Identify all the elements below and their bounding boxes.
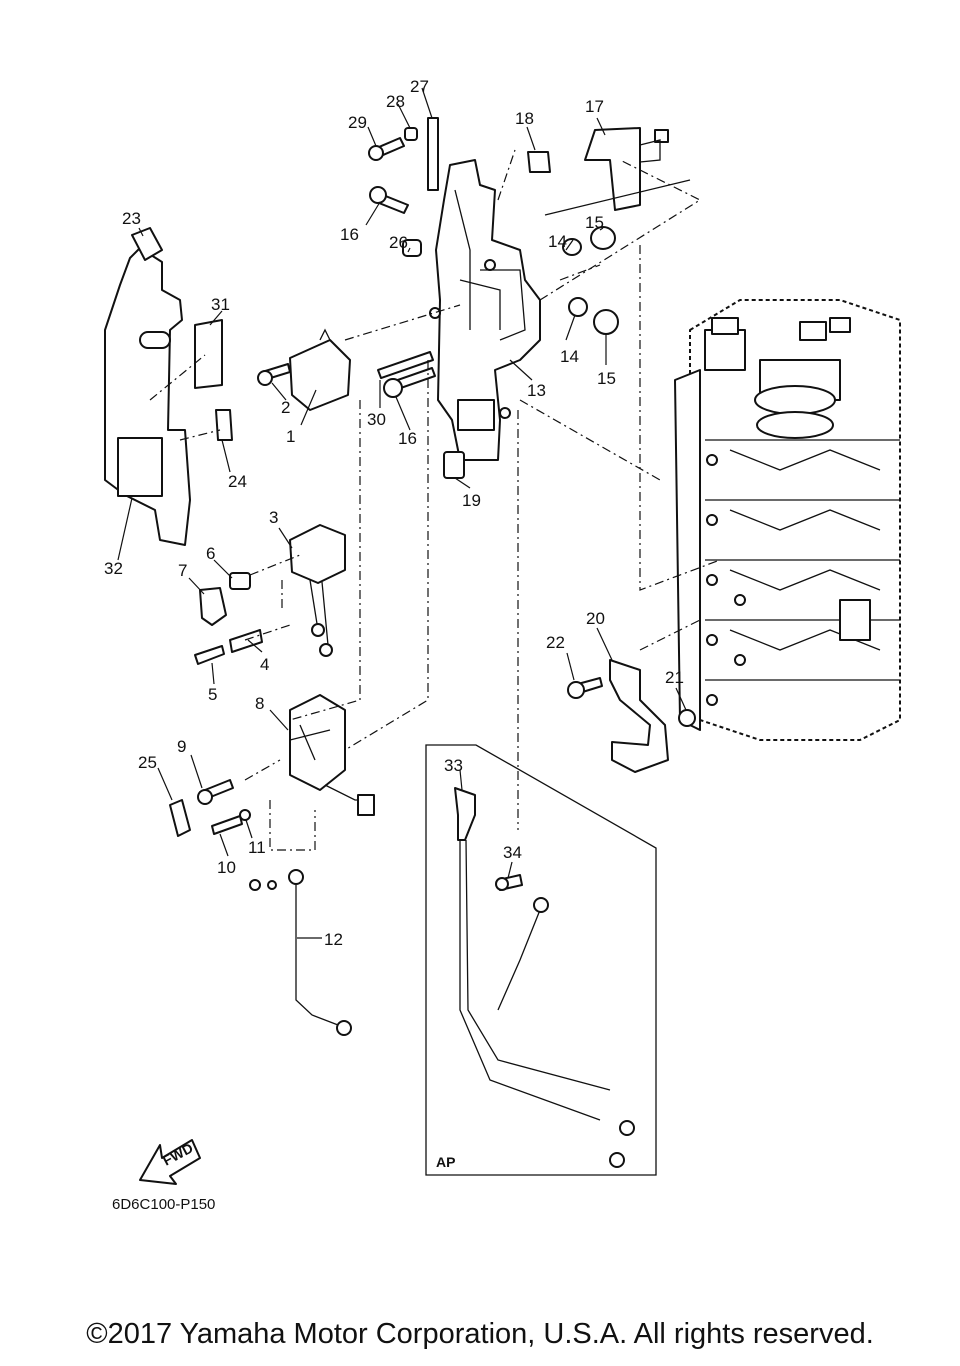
callout-7: 7	[178, 561, 187, 580]
callout-21: 21	[665, 668, 684, 687]
fwd-arrow: FWD	[139, 1139, 201, 1185]
inset-ap	[425, 744, 657, 1176]
callout-2: 2	[281, 398, 290, 417]
callouts: 1 2 3 4 5 6 7 8 9 10 11 12 13 14 14 15 1…	[104, 77, 684, 1170]
diagram-code: 6D6C100-P150	[112, 1196, 216, 1213]
callout-12: 12	[324, 930, 343, 949]
top-fasteners	[368, 117, 691, 398]
callout-25: 25	[138, 753, 157, 772]
callout-3: 3	[269, 508, 278, 527]
inset-label: AP	[436, 1154, 455, 1170]
callout-14a: 14	[548, 232, 567, 251]
callout-14b: 14	[560, 347, 579, 366]
callout-5: 5	[208, 685, 217, 704]
callout-16a: 16	[340, 225, 359, 244]
callout-31: 31	[211, 295, 230, 314]
callout-28: 28	[386, 92, 405, 111]
callout-8: 8	[255, 694, 264, 713]
engine-block	[674, 299, 901, 741]
relay	[257, 328, 351, 411]
callout-6: 6	[206, 544, 215, 563]
callout-4: 4	[260, 655, 269, 674]
callout-19: 19	[462, 491, 481, 510]
callout-33: 33	[444, 756, 463, 775]
callout-13: 13	[527, 381, 546, 400]
callout-15b: 15	[597, 369, 616, 388]
callout-23: 23	[122, 209, 141, 228]
callout-1: 1	[286, 427, 295, 446]
leader-lines	[117, 87, 687, 939]
callout-34: 34	[503, 843, 522, 862]
parts-diagram: FWD	[104, 77, 901, 1185]
callout-9: 9	[177, 737, 186, 756]
bracket-20	[567, 659, 696, 773]
callout-20: 20	[586, 609, 605, 628]
callout-29: 29	[348, 113, 367, 132]
callout-26: 26	[389, 233, 408, 252]
electrical-bracket	[429, 159, 541, 479]
callout-11: 11	[248, 838, 266, 857]
callout-16b: 16	[398, 429, 417, 448]
callout-30: 30	[367, 410, 386, 429]
callout-24: 24	[228, 472, 247, 491]
cdi-unit	[169, 694, 375, 1036]
cover	[104, 227, 233, 546]
copyright-notice: ©2017 Yamaha Motor Corporation, U.S.A. A…	[86, 1318, 874, 1350]
callout-15a: 15	[585, 213, 604, 232]
callout-10: 10	[217, 858, 236, 877]
callout-18: 18	[515, 109, 534, 128]
ignition-coil	[194, 524, 346, 665]
callout-22: 22	[546, 633, 565, 652]
callout-17: 17	[585, 97, 604, 116]
callout-27: 27	[410, 77, 429, 96]
assembly-lines	[149, 149, 721, 851]
callout-32: 32	[104, 559, 123, 578]
